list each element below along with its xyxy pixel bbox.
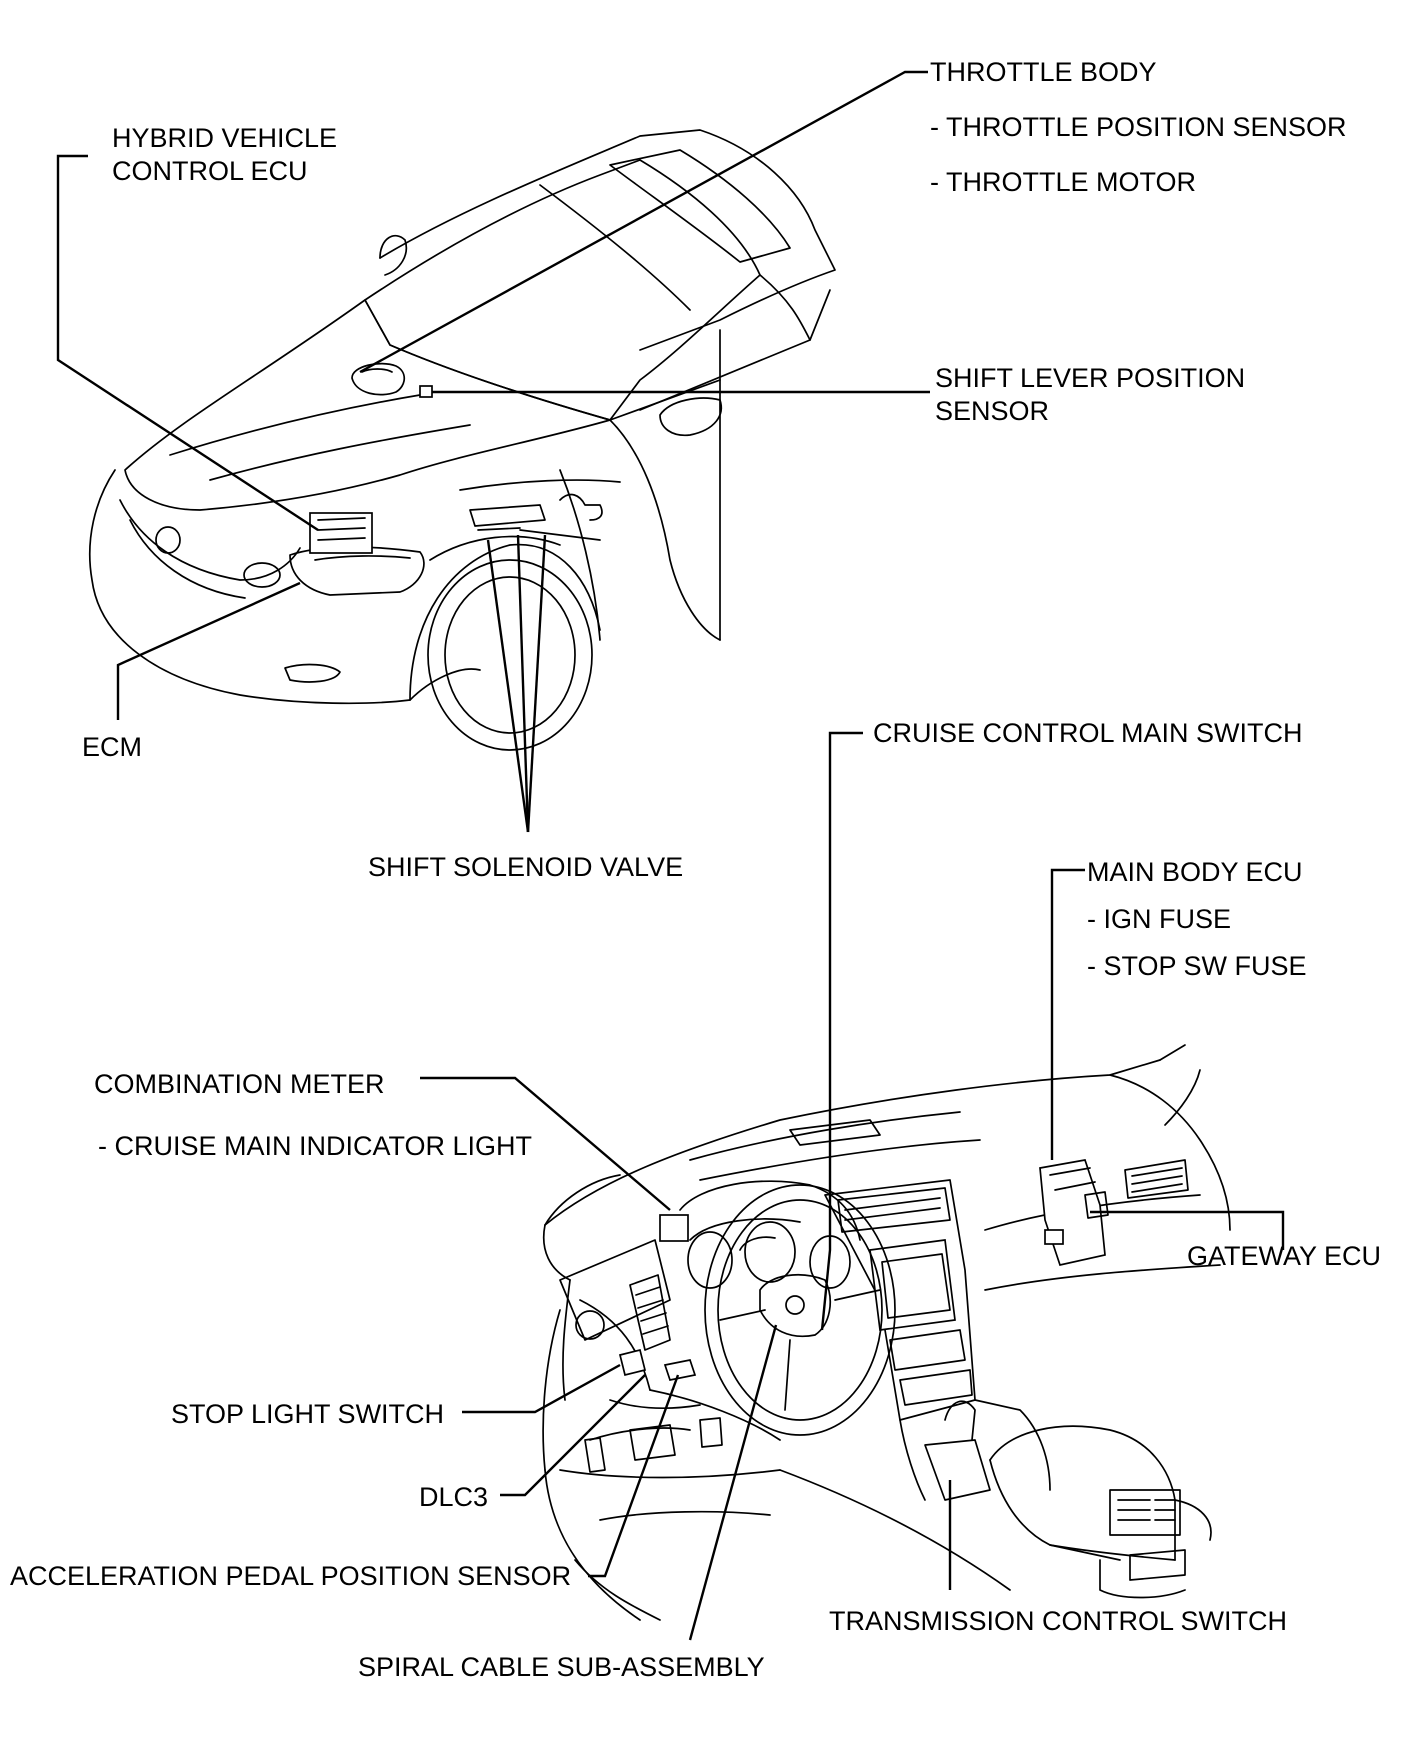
label-ecm: ECM: [82, 732, 142, 762]
label-cruise-control-main-switch: CRUISE CONTROL MAIN SWITCH: [873, 718, 1303, 748]
label-throttle-body: THROTTLE BODY: [930, 57, 1157, 87]
label-acceleration-pedal-position-sensor: ACCELERATION PEDAL POSITION SENSOR: [10, 1561, 572, 1591]
label-hybrid-vehicle-control-ecu-line2: CONTROL ECU: [112, 156, 308, 186]
label-dlc3: DLC3: [419, 1482, 489, 1512]
label-gateway-ecu: GATEWAY ECU: [1187, 1241, 1382, 1271]
label-shift-lever-position-sensor-line1: SHIFT LEVER POSITION: [935, 363, 1246, 393]
label-main-body-ecu: MAIN BODY ECU: [1087, 857, 1303, 887]
leader-lines: [56, 70, 1285, 1641]
label-spiral-cable-sub-assembly: SPIRAL CABLE SUB-ASSEMBLY: [358, 1652, 765, 1682]
label-stop-sw-fuse: - STOP SW FUSE: [1087, 951, 1307, 981]
label-stop-light-switch: STOP LIGHT SWITCH: [171, 1399, 445, 1429]
dashboard-illustration: [542, 1044, 1231, 1621]
label-hybrid-vehicle-control-ecu-line1: HYBRID VEHICLE: [112, 123, 338, 153]
label-ign-fuse: - IGN FUSE: [1087, 904, 1232, 934]
label-shift-solenoid-valve: SHIFT SOLENOID VALVE: [368, 852, 684, 882]
label-transmission-control-switch: TRANSMISSION CONTROL SWITCH: [829, 1606, 1288, 1636]
label-throttle-motor: - THROTTLE MOTOR: [930, 167, 1197, 197]
label-throttle-position-sensor: - THROTTLE POSITION SENSOR: [930, 112, 1347, 142]
car-illustration: [88, 129, 836, 751]
label-combination-meter: COMBINATION METER: [94, 1069, 385, 1099]
label-shift-lever-position-sensor-line2: SENSOR: [935, 396, 1050, 426]
label-cruise-main-indicator-light: - CRUISE MAIN INDICATOR LIGHT: [98, 1131, 533, 1161]
